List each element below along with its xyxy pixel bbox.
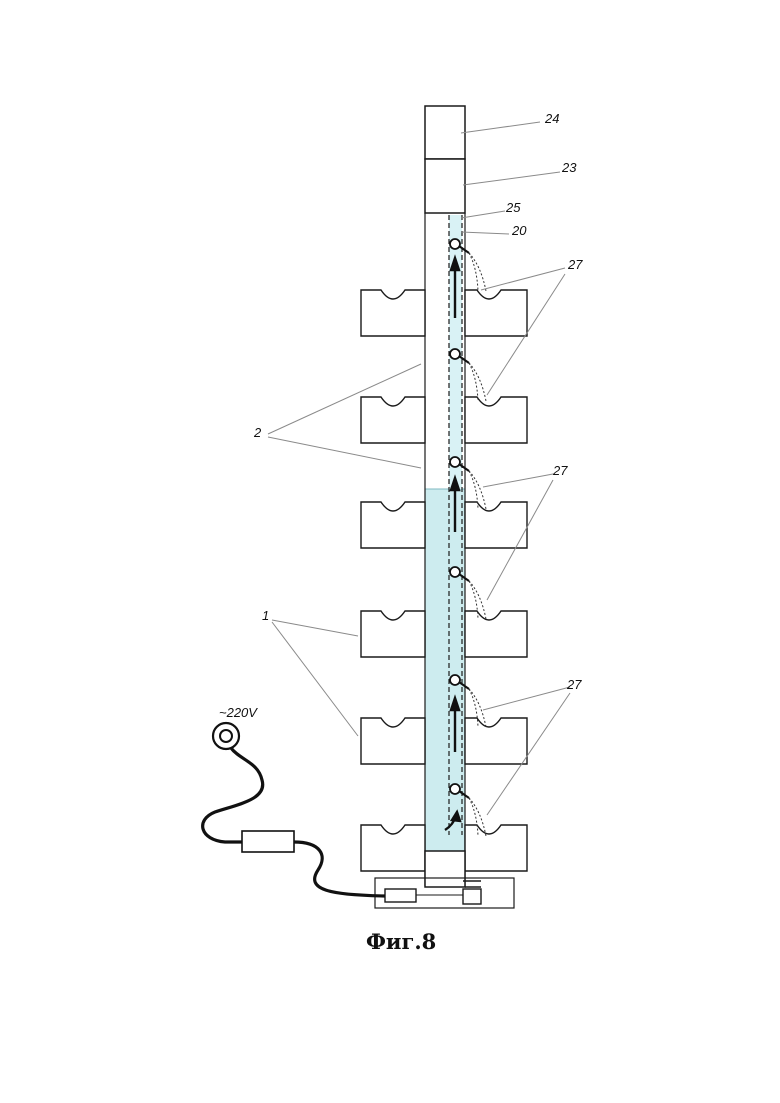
planter-5-left [361, 718, 425, 764]
label-27-top: 27 [567, 257, 583, 272]
power-label: ~220V [219, 705, 258, 720]
planter-3-left [361, 502, 425, 548]
top-blocks [425, 106, 465, 213]
label-20: 20 [511, 223, 527, 238]
planter-4-left [361, 611, 425, 657]
planter-1-right [465, 290, 527, 336]
label-23: 23 [561, 160, 577, 175]
block-24 [425, 106, 465, 159]
label-2: 2 [253, 425, 262, 440]
power-socket [213, 723, 239, 749]
water-column [425, 489, 465, 851]
pump-box [425, 851, 465, 887]
planter-1-left [361, 290, 425, 336]
power-adapter [242, 831, 294, 852]
label-24: 24 [544, 111, 559, 126]
pump-unit [463, 889, 481, 904]
planter-2-right [465, 397, 527, 443]
planter-6-left [361, 825, 425, 871]
planter-3-right [465, 502, 527, 548]
planter-2-left [361, 397, 425, 443]
figure-caption: Фиг.8 [366, 929, 436, 954]
planter-5-right [465, 718, 527, 764]
planter-4-right [465, 611, 527, 657]
planter-6-right [465, 825, 527, 871]
block-23 [425, 159, 465, 213]
label-25: 25 [505, 200, 521, 215]
power-cable [203, 723, 385, 896]
label-27-middle: 27 [552, 463, 568, 478]
label-1: 1 [262, 608, 269, 623]
label-27-bottom: 27 [566, 677, 582, 692]
motor [385, 889, 416, 902]
